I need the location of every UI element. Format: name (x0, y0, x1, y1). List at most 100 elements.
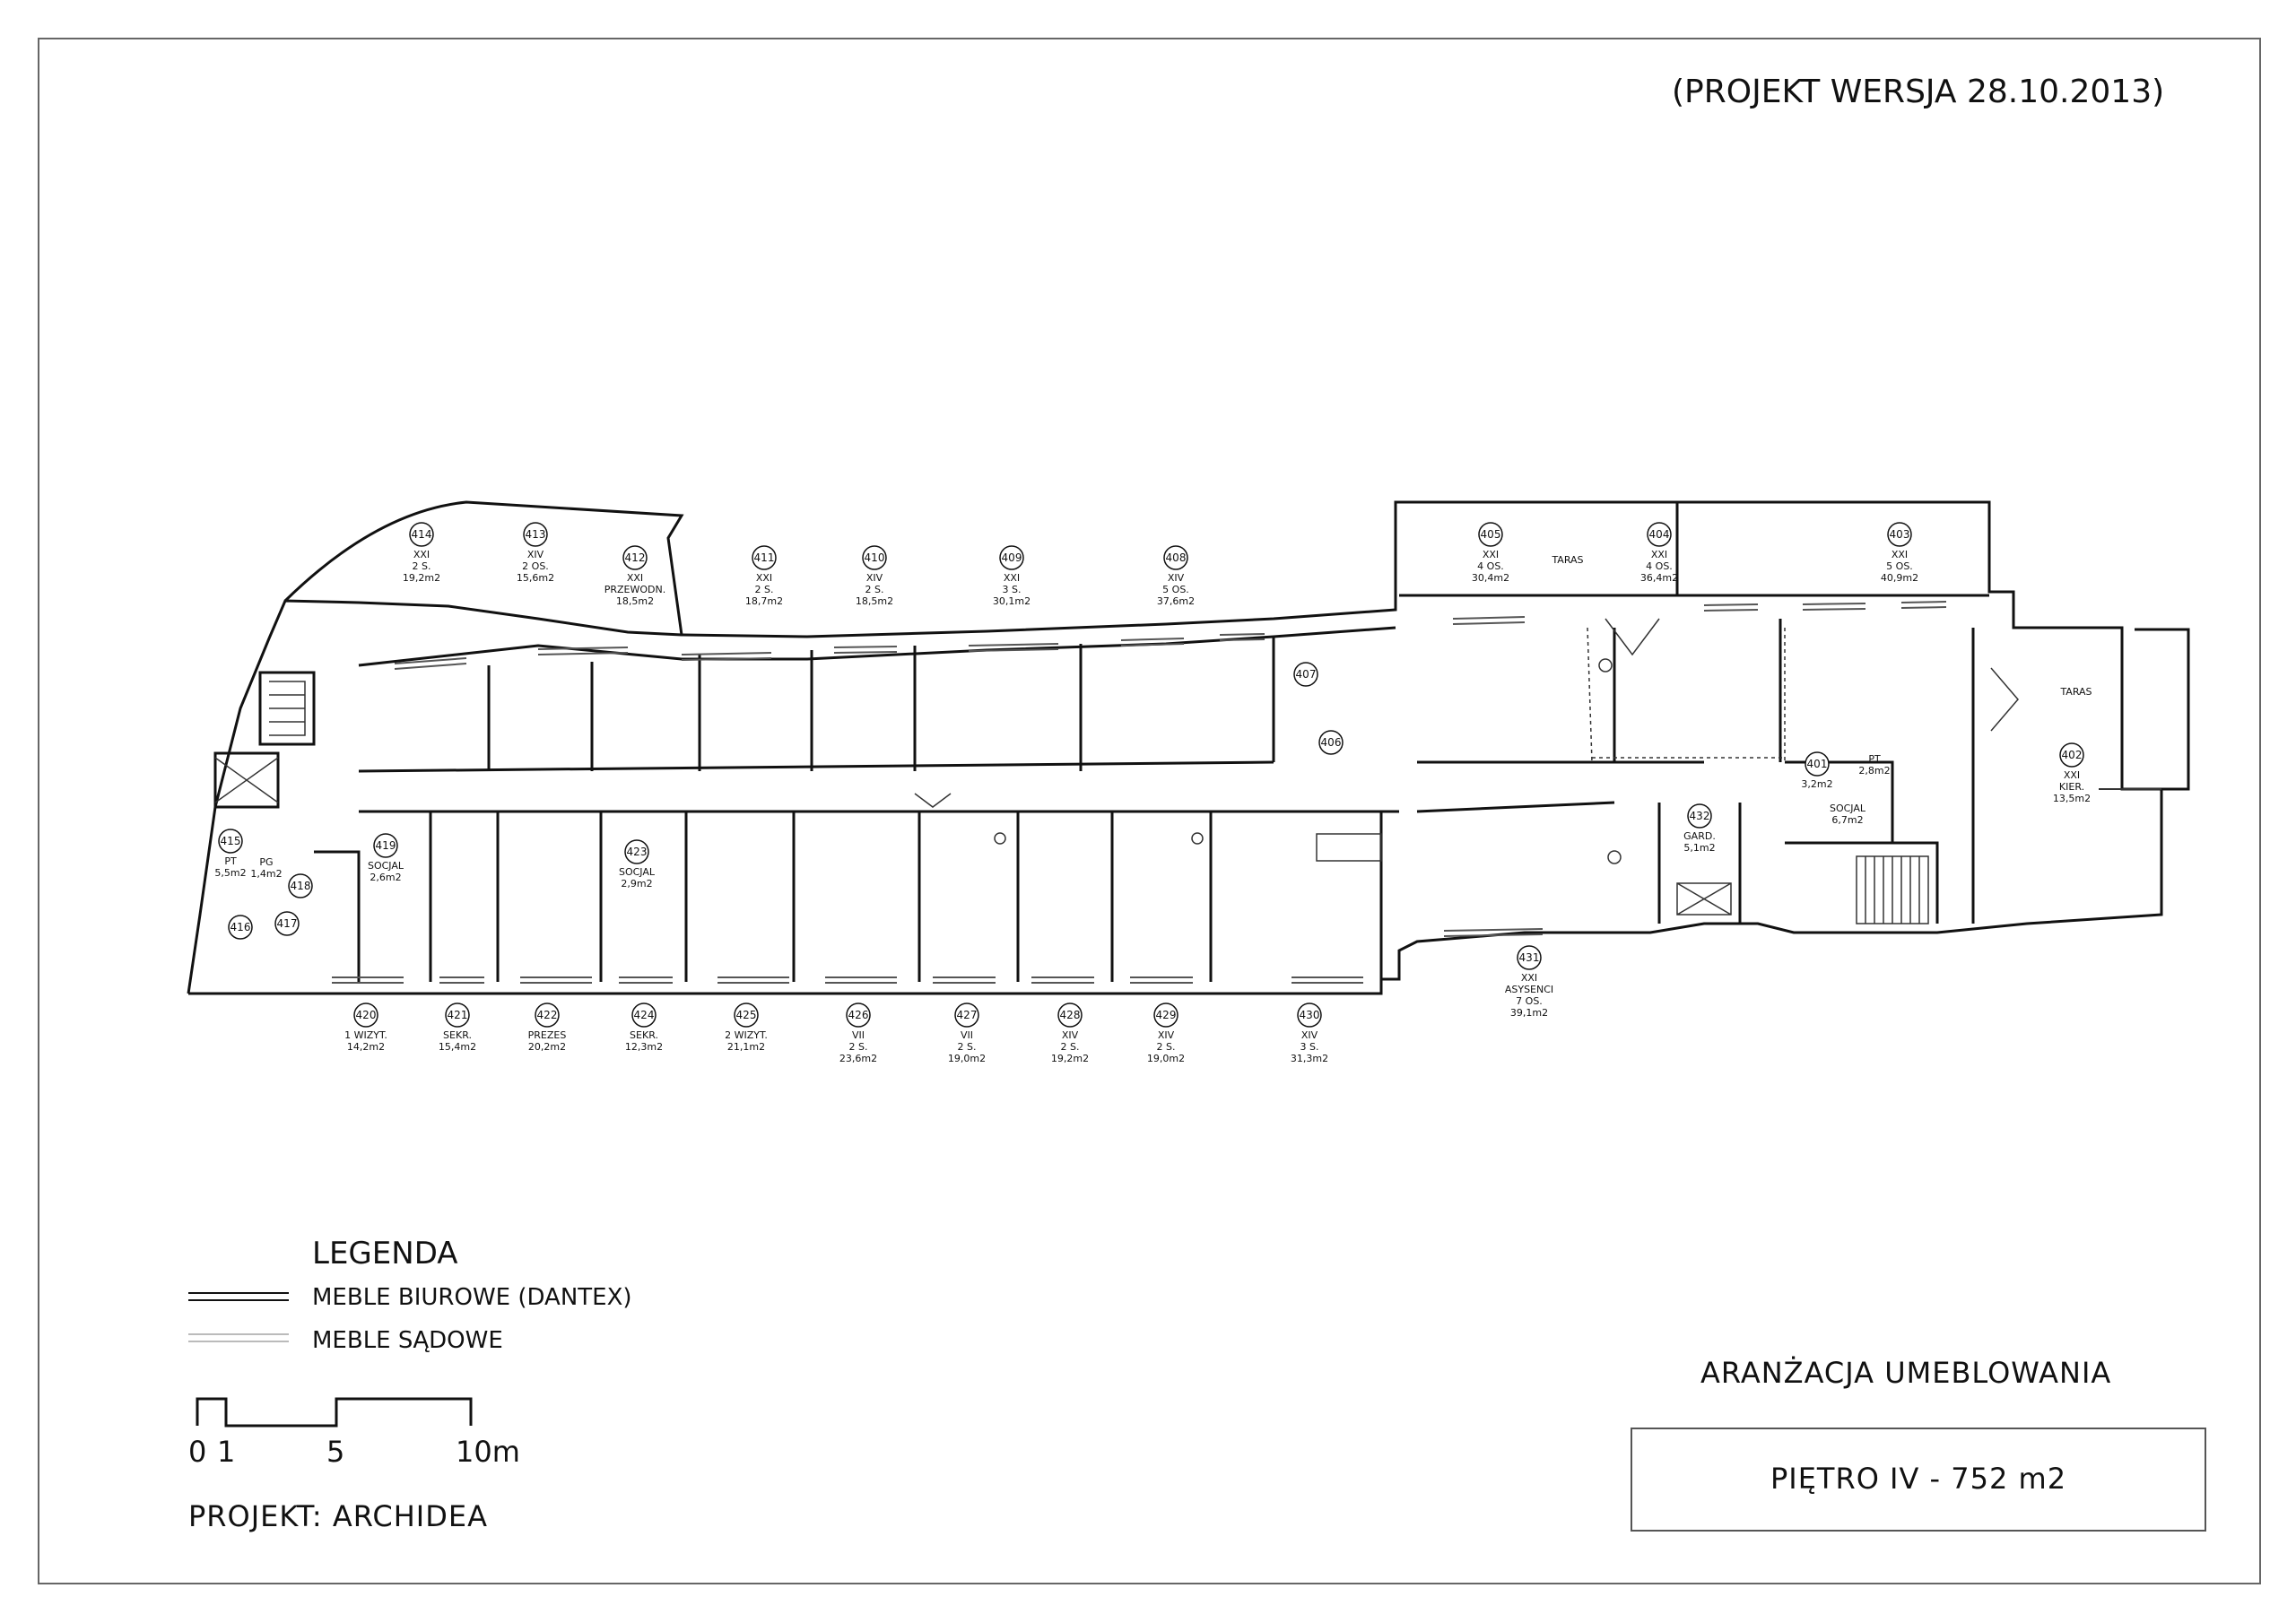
room-label-line: 4 OS. (1646, 560, 1673, 572)
room-label-line: SEKR. (443, 1029, 472, 1041)
room-number: 407 (1296, 668, 1317, 681)
room-number: 430 (1300, 1009, 1320, 1021)
room-label-line: VII (852, 1029, 865, 1041)
room-label-line: SEKR. (630, 1029, 658, 1041)
room-label-line: 1 WIZYT. (344, 1029, 387, 1041)
room-label-line: PT (224, 855, 237, 867)
room-label-line: 15,4m2 (439, 1041, 476, 1053)
sheet-border (38, 38, 2261, 1584)
legend-title: LEGENDA (312, 1236, 458, 1271)
legend-court-swatch (188, 1333, 289, 1342)
room-label-line: 1,4m2 (250, 868, 282, 880)
terrace-label: TARAS (2059, 686, 2092, 698)
room-number: 419 (376, 839, 396, 852)
room-number-circle (846, 1002, 871, 1028)
room-label-line: PRZEWODN. (604, 584, 666, 595)
room-label-line: ASYSENCI (1505, 984, 1553, 995)
room-label-line: PT (1868, 753, 1881, 765)
room-label-line: 40,9m2 (1881, 572, 1918, 584)
room-number-circle (1647, 522, 1672, 547)
room-label-line: 12,3m2 (625, 1041, 663, 1053)
room-label-line: 2 S. (755, 584, 774, 595)
room-number-circle (445, 1002, 470, 1028)
room-number: 425 (736, 1009, 757, 1021)
room-label-line: 3 S. (1300, 1041, 1319, 1053)
room-label-line: 21,1m2 (727, 1041, 765, 1053)
room-number: 405 (1481, 528, 1501, 541)
room-number-circle (1057, 1002, 1083, 1028)
room-number: 427 (957, 1009, 978, 1021)
room-label-line: XIV (1062, 1029, 1079, 1041)
room-label-line: 31,3m2 (1291, 1053, 1328, 1064)
room-label-line: 13,5m2 (2053, 793, 2091, 804)
room-label-line: 18,7m2 (745, 595, 783, 607)
room-label-line: 2,6m2 (370, 872, 401, 883)
room-number-circle (1517, 945, 1542, 970)
scale-bar (196, 1397, 473, 1428)
room-number-circle (752, 545, 777, 570)
scale-label: 10m (456, 1435, 520, 1469)
room-label-line: 2 S. (1157, 1041, 1176, 1053)
room-number-circle (1805, 751, 1830, 777)
room-number: 401 (1807, 758, 1828, 770)
room-label-line: 36,4m2 (1640, 572, 1678, 584)
room-number-circle (631, 1002, 657, 1028)
room-number: 404 (1649, 528, 1670, 541)
room-label-line: 18,5m2 (856, 595, 893, 607)
room-number-circle (1318, 730, 1344, 755)
room-number: 409 (1002, 551, 1022, 564)
room-label-line: PREZES (528, 1029, 567, 1041)
room-number: 412 (625, 551, 646, 564)
room-label-line: 4 OS. (1477, 560, 1504, 572)
room-label-line: 2 S. (865, 584, 884, 595)
room-label-line: 15,6m2 (517, 572, 554, 584)
scale-label: 5 (326, 1435, 345, 1469)
room-number: 421 (448, 1009, 468, 1021)
terrace-label: TARAS (1551, 554, 1583, 566)
room-label-line: 2,8m2 (1858, 765, 1890, 777)
title-block: PIĘTRO IV - 752 m2 (1631, 1428, 2206, 1532)
interior-details (214, 618, 2161, 924)
project-credit: PROJEKT: ARCHIDEA (188, 1499, 488, 1533)
room-label-line: XXI (627, 572, 643, 584)
room-number-circle (862, 545, 887, 570)
room-number-circle (1478, 522, 1503, 547)
room-number-circle (1887, 522, 1912, 547)
room-label-line: XIV (866, 572, 883, 584)
room-number: 410 (865, 551, 885, 564)
room-label-line: XXI (1892, 549, 1908, 560)
room-number-circle (2059, 742, 2084, 768)
room-number-circle (274, 911, 300, 936)
room-number-circle (1293, 662, 1318, 687)
room-label-line: 37,6m2 (1157, 595, 1195, 607)
version-note: (PROJEKT WERSJA 28.10.2013) (1672, 74, 2165, 110)
room-label-line: 6,7m2 (1831, 814, 1863, 826)
room-number-circle (1297, 1002, 1322, 1028)
room-label-line: SOCJAL (619, 866, 656, 878)
room-number-circle (622, 545, 648, 570)
room-number: 423 (627, 846, 648, 858)
room-label-line: XXI (1483, 549, 1499, 560)
room-number-circle (954, 1002, 979, 1028)
room-number: 408 (1166, 551, 1187, 564)
room-label-line: 3 S. (1003, 584, 1022, 595)
room-label-line: 30,4m2 (1472, 572, 1509, 584)
room-label-line: 19,0m2 (1147, 1053, 1185, 1064)
room-label-line: 5,5m2 (214, 867, 246, 879)
room-label-line: 2 OS. (522, 560, 549, 572)
room-number-circle (624, 839, 649, 864)
room-number-circle (999, 545, 1024, 570)
drawing-heading: ARANŻACJA UMEBLOWANIA (1700, 1356, 2112, 1390)
room-number: 415 (221, 835, 241, 847)
room-number-circle (353, 1002, 378, 1028)
room-number-circle (1163, 545, 1188, 570)
room-number: 424 (634, 1009, 655, 1021)
floor-title: PIĘTRO IV - 752 m2 (1770, 1462, 2067, 1496)
room-label-line: XXI (1651, 549, 1667, 560)
room-label-line: 2 S. (958, 1041, 977, 1053)
room-number-circle (523, 522, 548, 547)
room-label-line: 2 S. (849, 1041, 868, 1053)
room-label-line: 20,2m2 (528, 1041, 566, 1053)
